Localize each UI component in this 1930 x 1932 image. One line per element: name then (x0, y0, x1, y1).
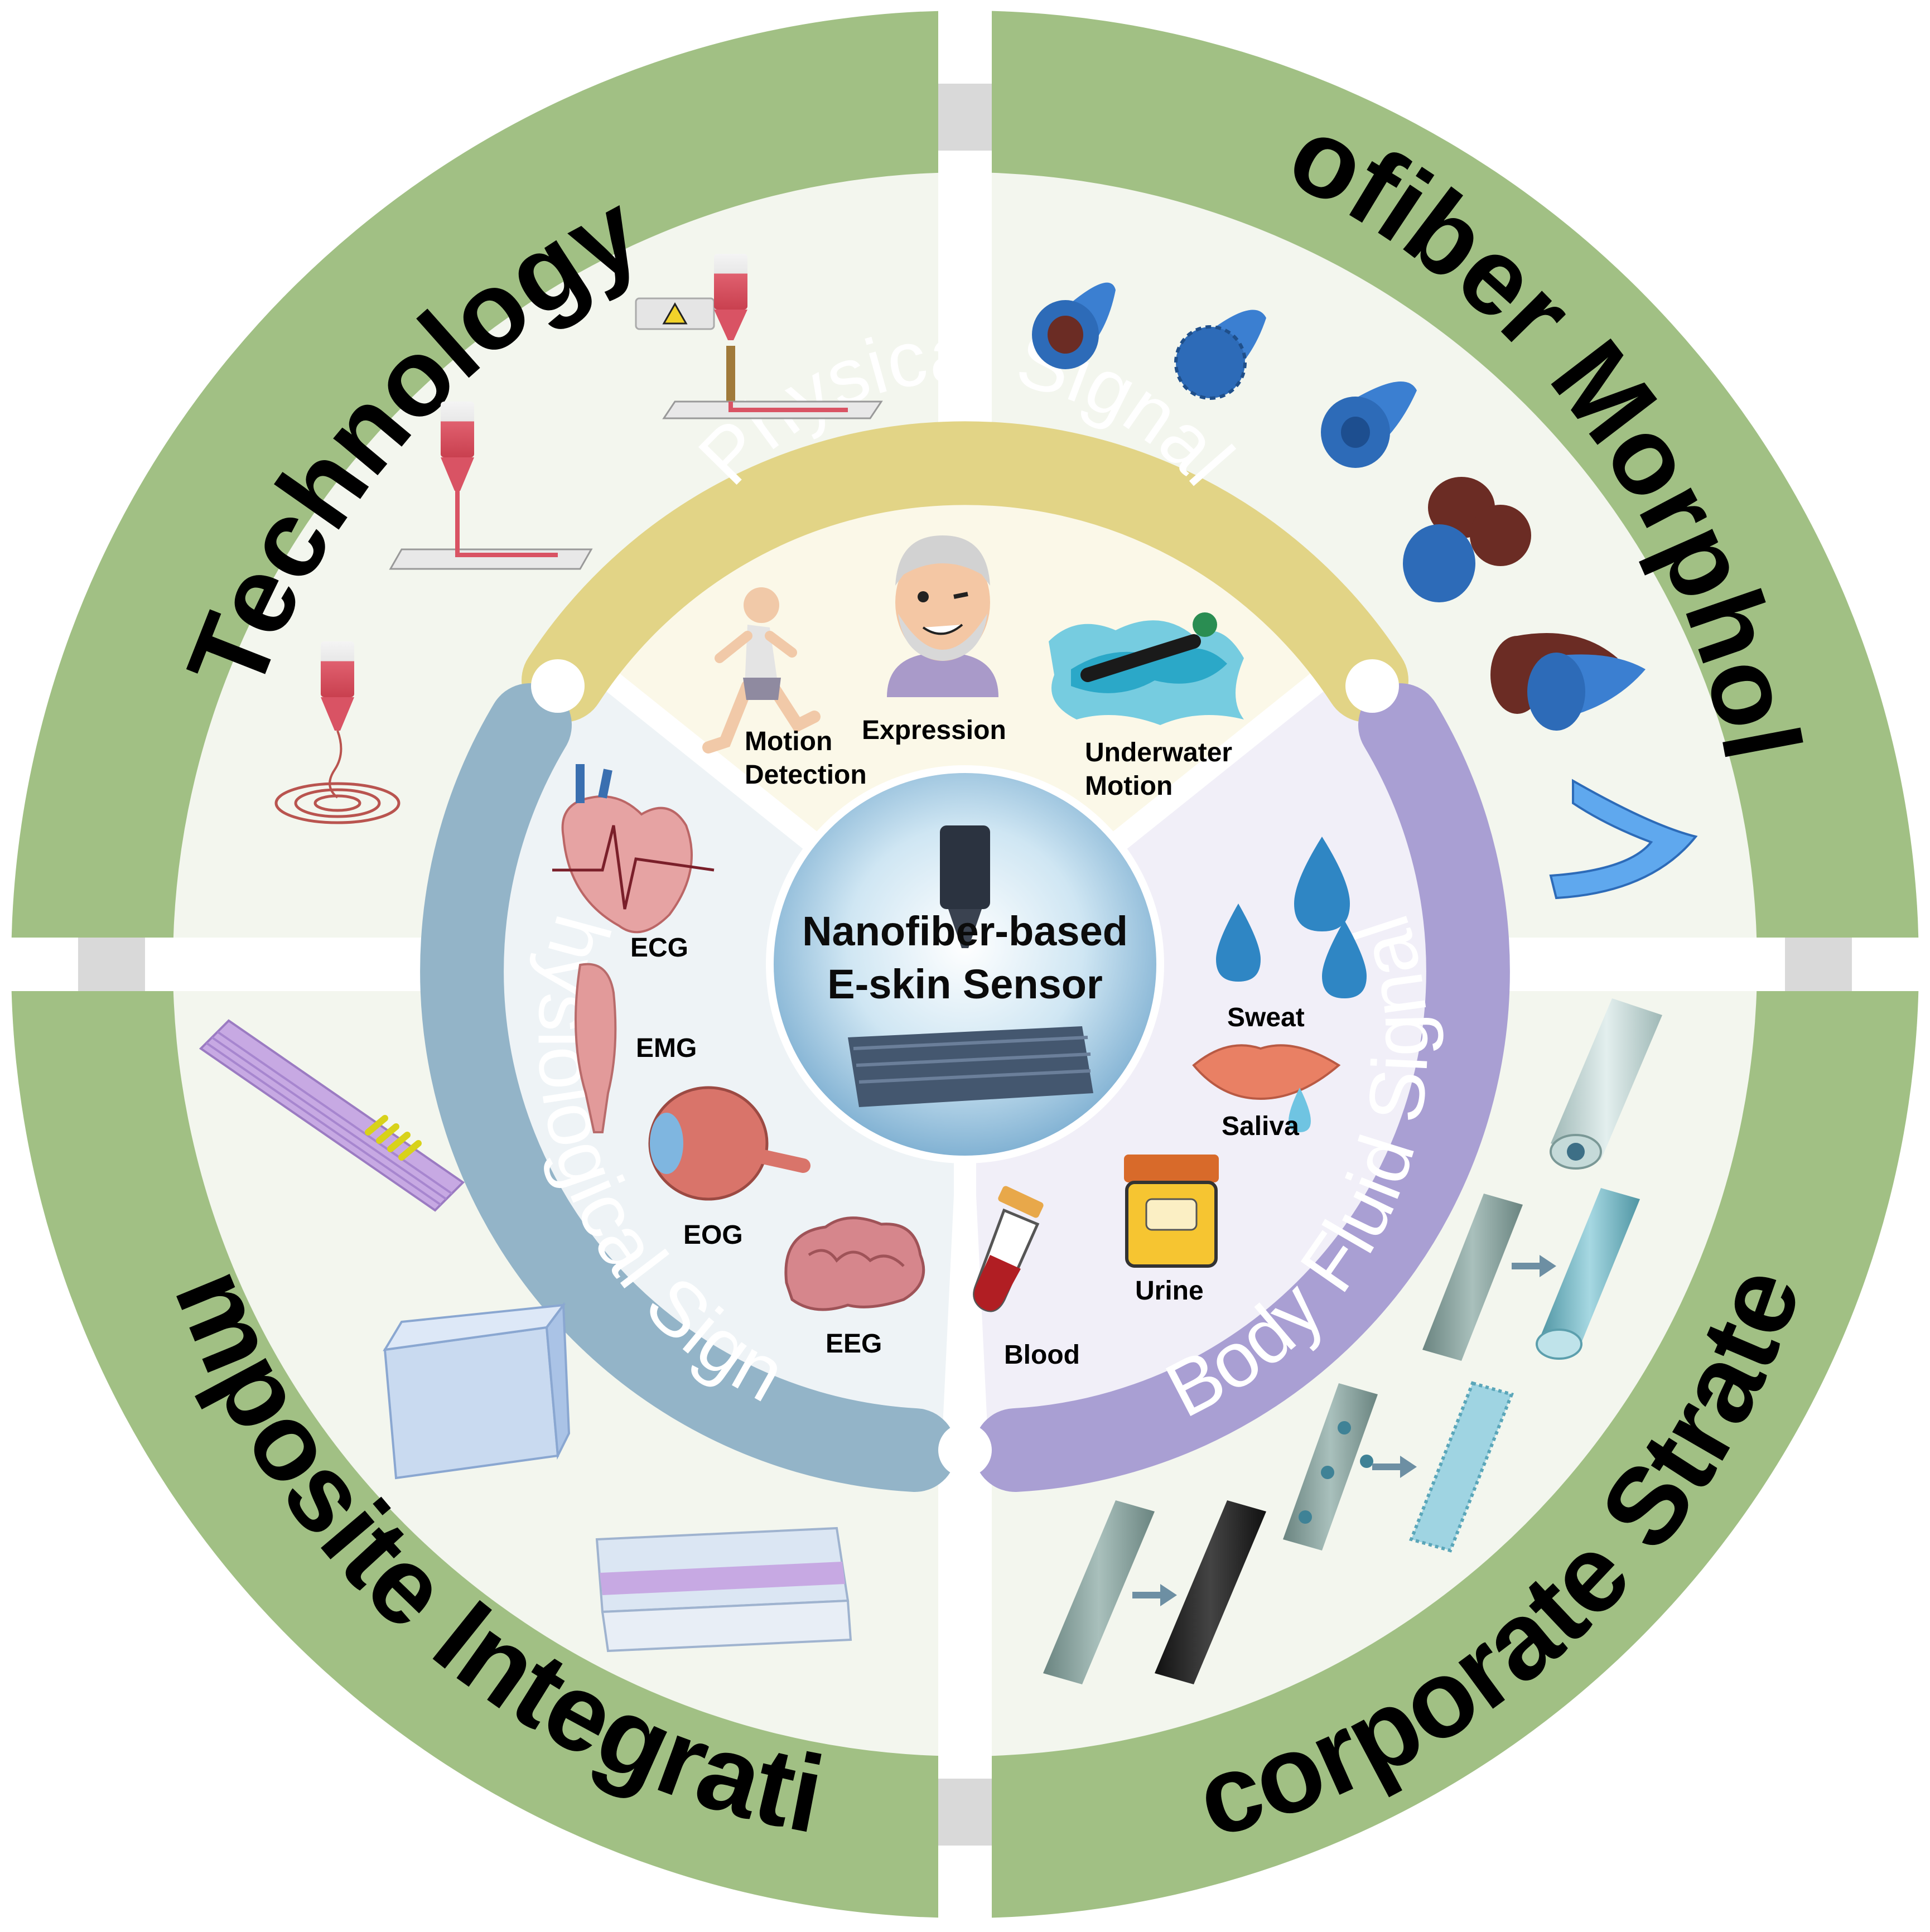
carbonization-icon (1043, 1500, 1266, 1684)
encapsulated-fiber-icon (1550, 998, 1662, 1170)
technology-illustrations (274, 254, 883, 824)
ribbon-fiber-icon (1549, 779, 1698, 900)
physical-items: Motion Detection Expression Underwater M… (702, 535, 1244, 801)
divider-cap-right (1785, 938, 1852, 991)
label-blood: Blood (1004, 1340, 1080, 1370)
label-eeg: EEG (826, 1329, 882, 1359)
divider-cap-top (938, 84, 992, 151)
label-underwater-motion: Motion (1085, 771, 1173, 801)
muscle-icon (575, 963, 617, 1133)
laminated-composite-icon (595, 1527, 852, 1653)
runner-icon (702, 587, 821, 754)
particle-loading-icon (1283, 1381, 1514, 1553)
coating-transform-icon (1422, 1188, 1640, 1361)
physical-band (522, 421, 1408, 722)
label-eog: EOG (683, 1220, 743, 1250)
label-saliva: Saliva (1222, 1112, 1299, 1141)
label-expression: Expression (862, 716, 1006, 745)
urine-cup-icon (1124, 1155, 1219, 1268)
aerogel-composite-icon (383, 1302, 571, 1480)
electrospinning-icon (274, 641, 401, 824)
sweat-drops-icon (1216, 837, 1367, 998)
label-detection: Detection (745, 760, 867, 790)
fiber-mat-texture-icon (853, 1036, 1091, 1084)
label-emg: EMG (636, 1033, 697, 1063)
divider-cap-bottom (938, 1779, 992, 1846)
body-fluid-items: Sweat Saliva Urine Blood (973, 837, 1367, 1370)
heart-icon (552, 764, 715, 934)
center-label-line1: Nanofiber-based (802, 908, 1128, 954)
label-urine: Urine (1135, 1276, 1204, 1306)
center-sensor: Nanofiber-based E-skin Sensor (766, 765, 1164, 1163)
blood-tube-icon (973, 1186, 1044, 1312)
label-motion: Motion (745, 727, 832, 756)
brain-icon (784, 1216, 925, 1311)
divider-cap-left (78, 938, 145, 991)
composite-illustrations (199, 1019, 852, 1653)
direct-writing-icon (389, 402, 593, 570)
center-label-line2: E-skin Sensor (827, 961, 1103, 1007)
nozzle-icon (940, 825, 990, 909)
morphology-illustrations (1032, 282, 1698, 900)
label-ecg: ECG (630, 933, 688, 963)
body-fluid-band (973, 683, 1510, 1492)
band-joint-bottom (938, 1423, 992, 1477)
band-joint-left (531, 659, 585, 713)
band-joint-right (1345, 659, 1399, 713)
physiological-items: ECG EMG EOG EEG (552, 764, 925, 1359)
lips-icon (1192, 1044, 1341, 1132)
incorporate-illustrations (1043, 998, 1662, 1684)
porous-fiber-icon (1174, 310, 1266, 400)
physiological-band (420, 683, 957, 1492)
core-shell-fiber-icon (1032, 282, 1116, 369)
nozzle-tip-icon (948, 909, 982, 948)
beaded-fiber-icon (1403, 477, 1531, 602)
eye-icon (648, 1086, 810, 1201)
swimmer-icon (1049, 612, 1244, 725)
face-icon (887, 535, 998, 697)
yarn-composite-icon (199, 1019, 465, 1212)
label-underwater: Underwater (1085, 738, 1232, 767)
physical-sector (604, 501, 1326, 964)
nearfield-electrospinning-icon (635, 254, 883, 419)
label-sweat: Sweat (1227, 1003, 1305, 1032)
side-by-side-fiber-icon (1490, 633, 1646, 731)
hollow-fiber-icon (1321, 381, 1417, 468)
